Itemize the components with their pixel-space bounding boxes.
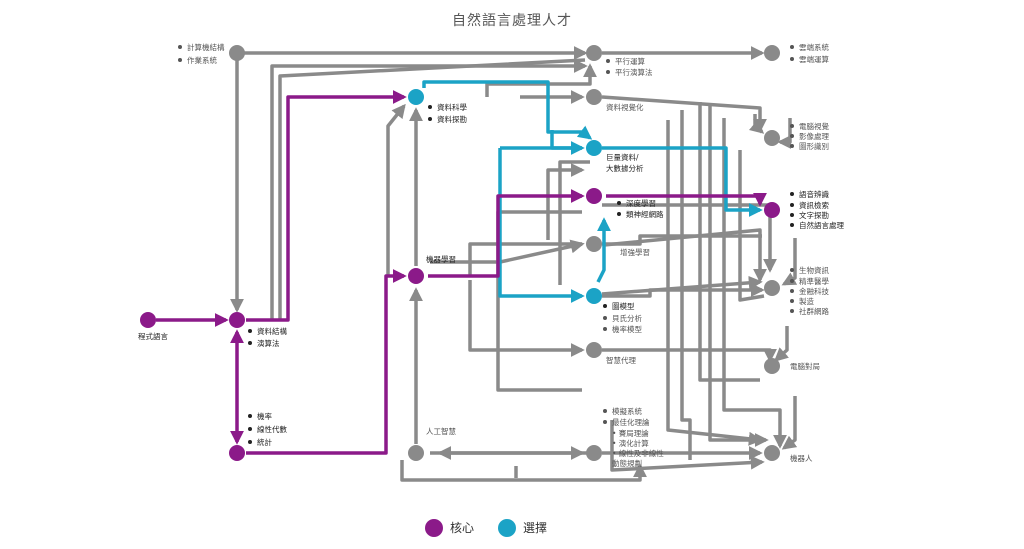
node-data-sci [408, 89, 424, 105]
node-optim [586, 445, 602, 461]
legend-elective: 選擇 [498, 519, 547, 537]
svg-text:影像處理: 影像處理 [799, 131, 829, 141]
svg-text:資料探勘: 資料探勘 [437, 114, 467, 124]
legend: 核心 選擇 [425, 519, 547, 537]
label-nlp: 語音辨識 資訊檢索 文字探勘 自然語言處理 [790, 189, 844, 230]
svg-text:平行運算: 平行運算 [615, 56, 645, 66]
svg-text:最佳化理論: 最佳化理論 [612, 417, 650, 427]
label-math: 機率 線性代數 統計 [248, 411, 287, 447]
node-nlp [764, 202, 780, 218]
svg-text:• 賽局理論: • 賽局理論 [612, 428, 649, 438]
svg-text:自然語言處理: 自然語言處理 [799, 220, 844, 230]
label-apps: 生物資訊 精準醫學 金融科技 製造 社群網路 [790, 265, 829, 316]
node-game [764, 358, 780, 374]
labels: 程式語言 資料結構 演算法 機率 線性代數 統計 計算機結構 作業系統 資 [138, 42, 844, 468]
label-cloud: 雲端系統 雲端運算 [790, 42, 829, 64]
node-prog-lang [140, 312, 156, 328]
label-data-struct: 資料結構 演算法 [248, 326, 287, 348]
node-cloud [764, 45, 780, 61]
svg-text:線性代數: 線性代數 [257, 424, 287, 434]
svg-text:雲端運算: 雲端運算 [799, 54, 829, 64]
svg-text:資訊檢索: 資訊檢索 [799, 200, 829, 210]
node-rl [586, 236, 602, 252]
label-prog-lang: 程式語言 [138, 331, 168, 341]
node-ml [408, 268, 424, 284]
label-robot: 機器人 [790, 453, 813, 463]
svg-text:圖形識別: 圖形識別 [799, 141, 829, 151]
svg-text:統計: 統計 [257, 437, 272, 447]
svg-text:語音辨識: 語音辨識 [799, 189, 829, 199]
page-title: 自然語言處理人才 [452, 13, 572, 29]
svg-text:• 演化計算: • 演化計算 [612, 438, 649, 448]
node-parallel [586, 45, 602, 61]
label-graph: 圖模型 貝氏分析 機率模型 [603, 301, 642, 334]
label-bigdata: 巨量資料/ 大數據分析 [606, 152, 644, 173]
svg-text:資料結構: 資料結構 [257, 326, 287, 336]
svg-text:• 線性及非線性: • 線性及非線性 [612, 448, 664, 458]
node-ai [408, 445, 424, 461]
label-ml: 機器學習 [426, 254, 456, 264]
label-agent: 智慧代理 [606, 355, 636, 365]
svg-text:深度學習: 深度學習 [626, 198, 656, 208]
svg-text:雲端系統: 雲端系統 [799, 42, 829, 52]
svg-text:資料科學: 資料科學 [437, 102, 467, 112]
node-robot [764, 445, 780, 461]
label-comp-sys: 計算機結構 作業系統 [178, 42, 225, 65]
elective-connections [422, 80, 763, 303]
svg-text:機率模型: 機率模型 [612, 324, 642, 334]
label-optim: 模擬系統 最佳化理論 • 賽局理論 • 演化計算 • 線性及非線性 動態規劃 [603, 406, 664, 468]
node-data-struct [229, 312, 245, 328]
svg-text:金融科技: 金融科技 [799, 286, 829, 296]
node-graph [586, 288, 602, 304]
neutral-connections [230, 46, 798, 482]
label-viz: 資料視覺化 [606, 102, 644, 112]
label-game: 電腦對局 [790, 361, 820, 371]
node-agent [586, 342, 602, 358]
svg-text:圖模型: 圖模型 [612, 301, 635, 311]
svg-text:貝氏分析: 貝氏分析 [612, 313, 642, 323]
svg-text:製造: 製造 [799, 296, 814, 306]
svg-text:巨量資料/: 巨量資料/ [606, 152, 639, 162]
svg-text:電腦視覺: 電腦視覺 [799, 121, 829, 131]
svg-text:文字探勘: 文字探勘 [799, 210, 829, 220]
node-apps [764, 280, 780, 296]
nodes [140, 45, 780, 461]
svg-text:計算機結構: 計算機結構 [187, 42, 225, 52]
legend-core: 核心 [425, 519, 474, 537]
label-rl: 增強學習 [620, 247, 650, 257]
node-viz [586, 89, 602, 105]
svg-text:模擬系統: 模擬系統 [612, 406, 642, 416]
node-math [229, 445, 245, 461]
label-dl: 深度學習 類神經網路 [617, 198, 664, 219]
label-ai: 人工智慧 [426, 426, 456, 436]
svg-text:演算法: 演算法 [257, 338, 280, 348]
core-connections [156, 90, 767, 455]
svg-text:平行演算法: 平行演算法 [615, 67, 653, 77]
svg-text:動態規劃: 動態規劃 [612, 458, 642, 468]
label-data-sci: 資料科學 資料探勘 [428, 102, 467, 124]
node-bigdata [586, 140, 602, 156]
svg-text:精準醫學: 精準醫學 [799, 276, 829, 286]
svg-text:機率: 機率 [257, 411, 272, 421]
svg-text:核心: 核心 [450, 521, 474, 535]
label-parallel: 平行運算 平行演算法 [606, 56, 653, 77]
node-cv [764, 130, 780, 146]
node-comp-sys [229, 45, 245, 61]
node-dl [586, 188, 602, 204]
label-cv: 電腦視覺 影像處理 圖形識別 [790, 121, 829, 151]
svg-text:生物資訊: 生物資訊 [799, 265, 829, 275]
svg-text:類神經網路: 類神經網路 [626, 209, 664, 219]
svg-text:選擇: 選擇 [523, 520, 547, 535]
svg-text:社群網路: 社群網路 [799, 306, 829, 316]
svg-text:作業系統: 作業系統 [187, 55, 217, 65]
svg-text:大數據分析: 大數據分析 [606, 163, 644, 173]
